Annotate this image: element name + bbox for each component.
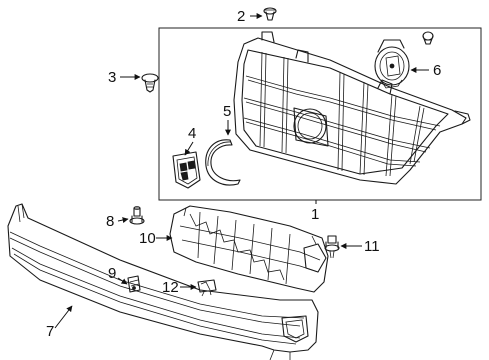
callout-7: 7 <box>46 323 54 340</box>
clip-part-2 <box>263 7 277 21</box>
screw-part-6 <box>422 31 434 45</box>
callout-10: 10 <box>139 230 156 247</box>
sensor-part-6 <box>374 39 410 89</box>
support-part-10 <box>169 205 329 293</box>
callout-3: 3 <box>108 69 116 86</box>
callout-2: 2 <box>237 8 245 25</box>
clip-part-9 <box>127 275 141 293</box>
emblem-part-4 <box>172 151 201 189</box>
callout-4: 4 <box>188 125 196 142</box>
grille-assembly-box <box>158 27 482 201</box>
clip-part-3 <box>141 73 159 93</box>
callout-1: 1 <box>311 206 319 223</box>
leader-lines <box>54 13 429 329</box>
callout-12: 12 <box>162 279 179 296</box>
callout-5: 5 <box>223 103 231 120</box>
bolt-part-11 <box>324 235 340 259</box>
bolt-part-8 <box>129 206 145 225</box>
seal-part-5 <box>205 139 241 186</box>
callout-11: 11 <box>364 238 380 255</box>
callout-6: 6 <box>433 62 441 79</box>
callout-9: 9 <box>108 265 116 282</box>
grille-part <box>233 31 471 185</box>
clip-part-12 <box>197 279 217 297</box>
lower-grille-part-7 <box>7 203 319 360</box>
callout-8: 8 <box>106 213 114 230</box>
callout-labels: 2 3 4 5 6 1 8 10 11 9 12 7 <box>46 8 441 340</box>
